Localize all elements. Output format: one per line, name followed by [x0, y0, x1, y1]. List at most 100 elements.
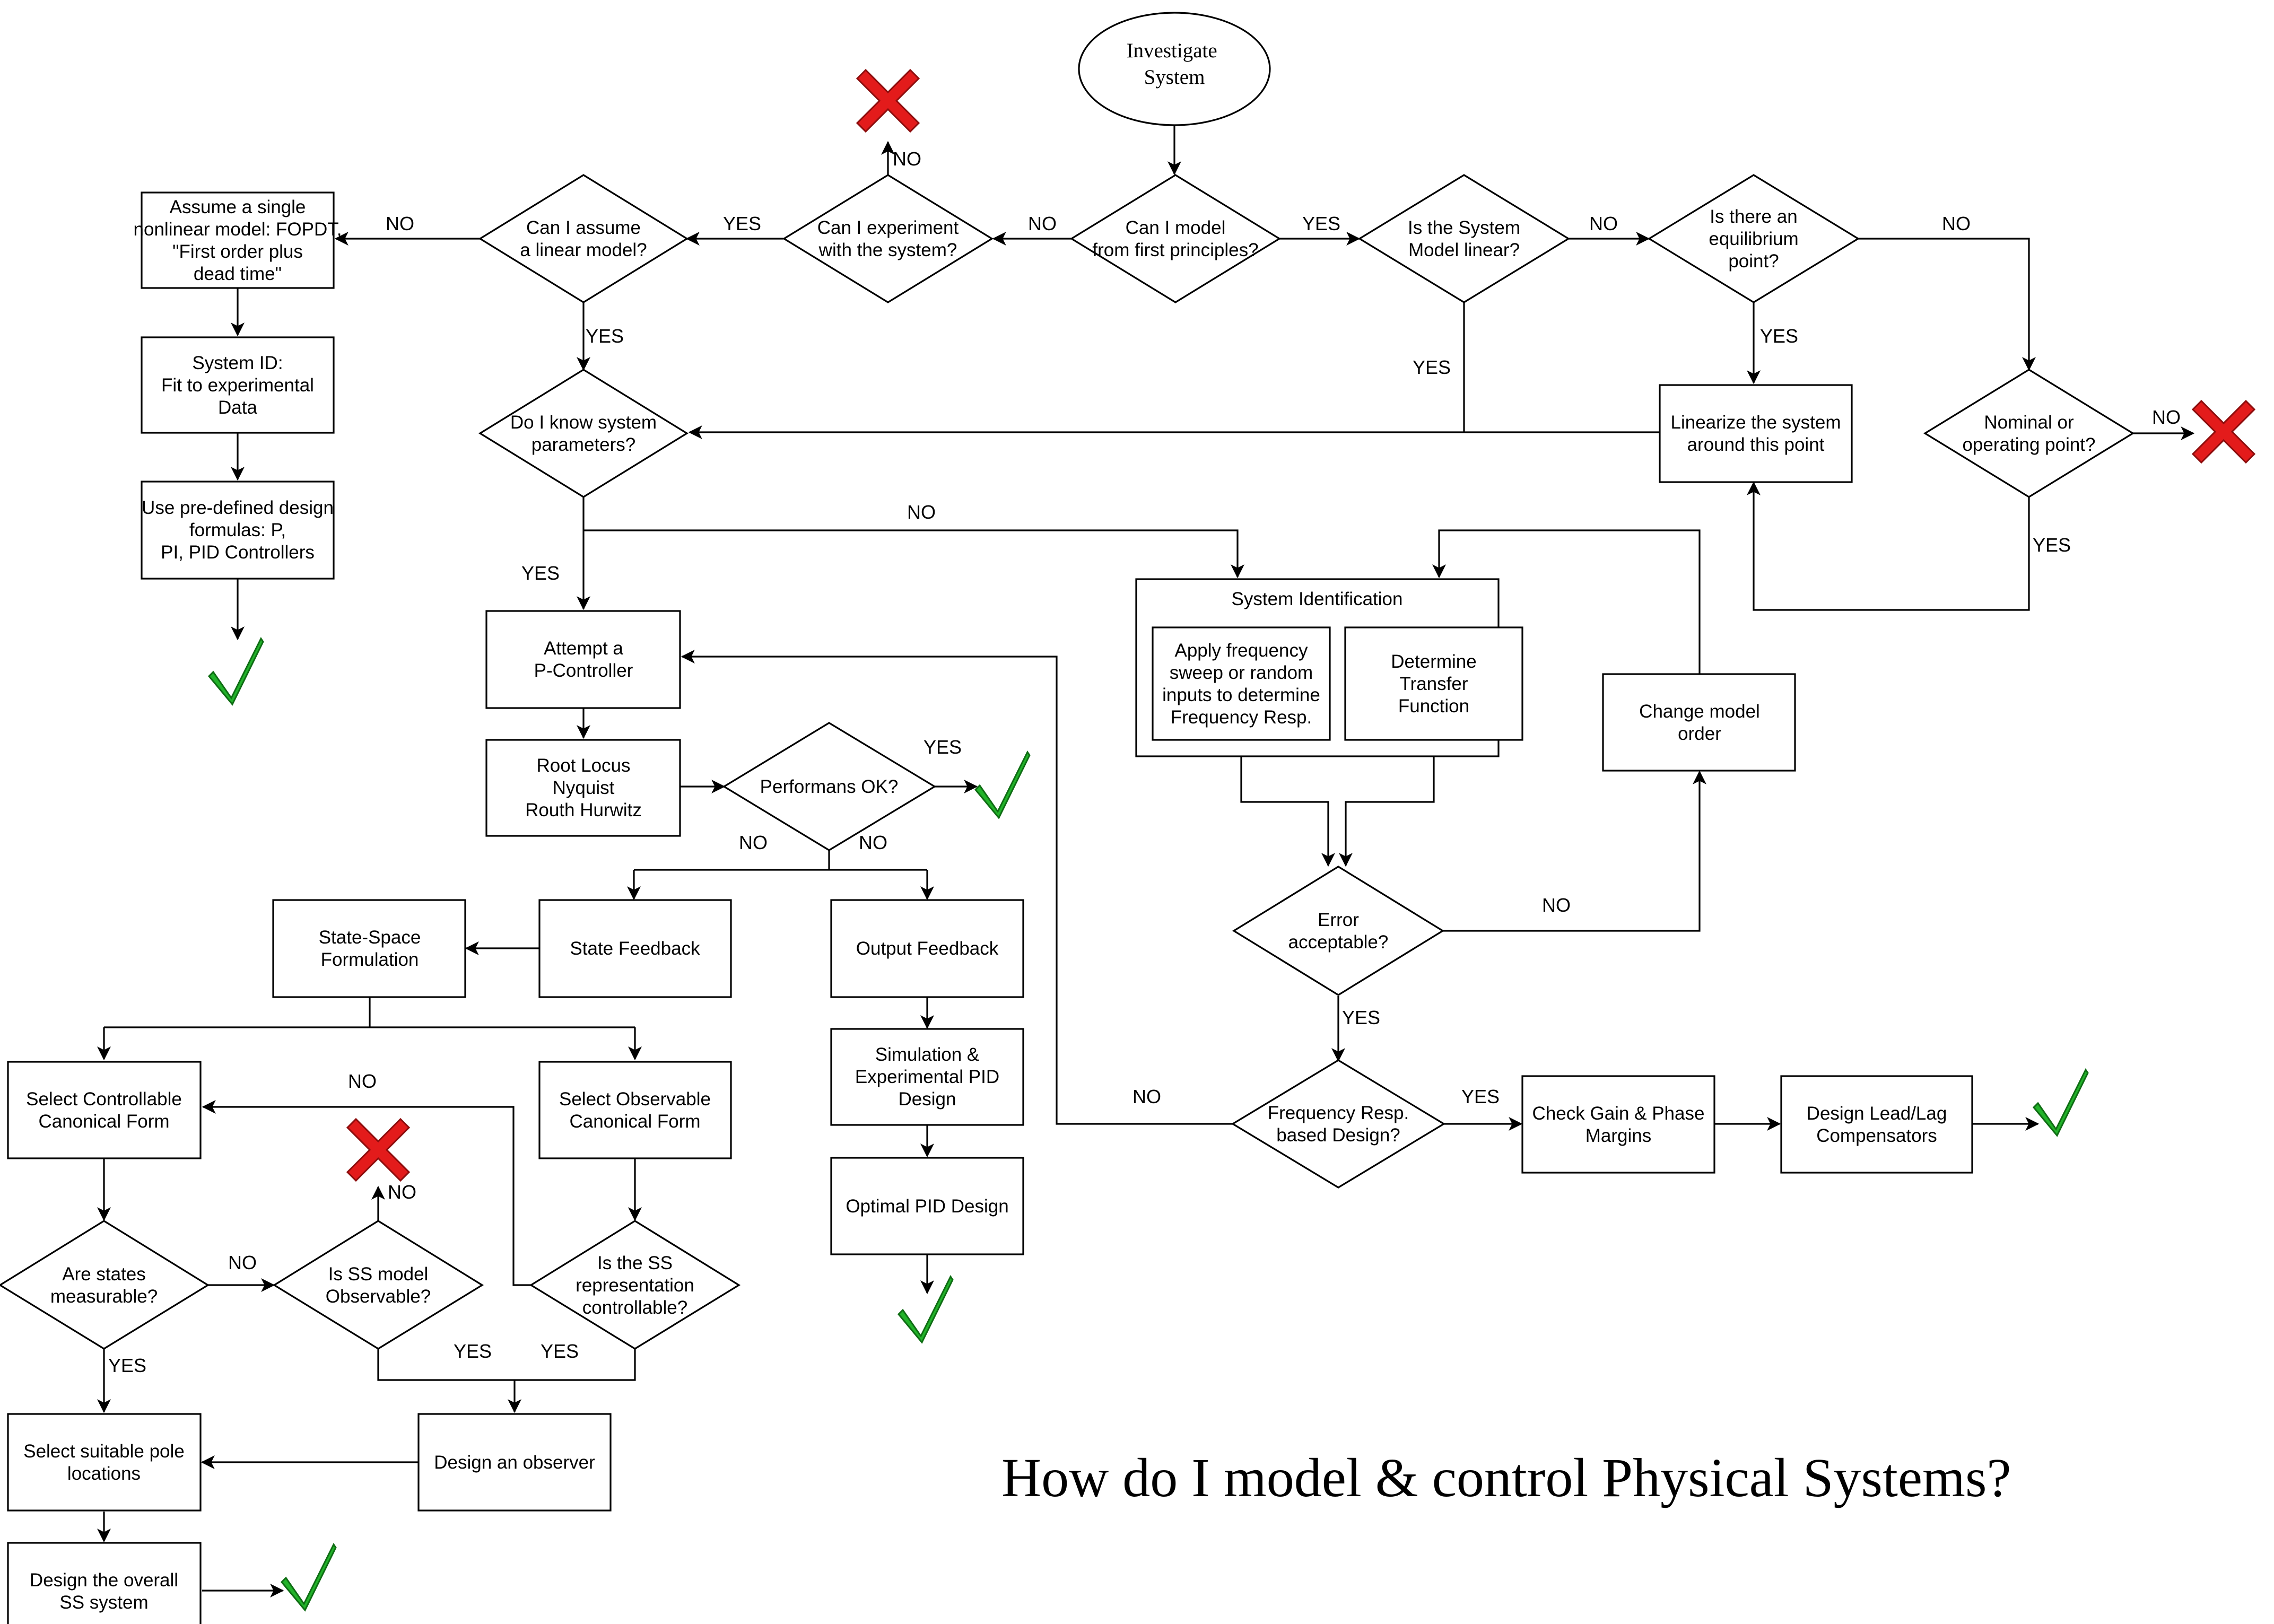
optimal-pid-line-1: Optimal PID Design: [846, 1196, 1008, 1217]
linear-model-assume-line-1: Can I assume: [526, 217, 641, 238]
box-state-feedback: [538, 899, 732, 998]
know-params-line-2: parameters?: [532, 434, 635, 455]
ss-controllable-line-1: Is the SS: [597, 1253, 673, 1273]
label-ss-controllable-no: NO: [348, 1070, 377, 1092]
simulation-pid-line-1: Simulation &: [875, 1044, 979, 1065]
label-model-linear-no: NO: [1589, 213, 1618, 234]
box-simulation-pid: [830, 1028, 1024, 1126]
label-performance-no-right: NO: [859, 832, 887, 853]
predefined-formulas-line-3: PI, PID Controllers: [161, 542, 315, 563]
start-node-investigate: [1078, 12, 1271, 126]
first-principles-line-1: Can I model: [1126, 217, 1226, 238]
box-controllable-form: [7, 1061, 202, 1159]
box-optimal-pid: [830, 1157, 1024, 1255]
analysis-methods-line-1: Root Locus: [536, 755, 630, 776]
box-analysis-methods: [485, 739, 681, 837]
box-pole-locations: [7, 1413, 202, 1512]
investigate-label: Investigate System: [1127, 39, 1223, 89]
overall-ss-line-1: Design the overall: [30, 1570, 178, 1591]
experiment-line-2: with the system?: [818, 240, 957, 260]
decision-first-principles: [1069, 174, 1282, 303]
decision-performance: [722, 722, 937, 851]
label-first-principles-yes: YES: [1302, 213, 1340, 234]
know-params-line-1: Do I know system: [510, 412, 657, 433]
freq-design-line-1: Frequency Resp.: [1268, 1103, 1409, 1123]
transfer-function-line-3: Function: [1398, 696, 1469, 717]
check-icon: [897, 1275, 954, 1344]
box-output-feedback: [830, 899, 1024, 998]
states-measurable-line-2: measurable?: [50, 1286, 158, 1307]
cross-icon: [346, 1117, 411, 1182]
state-space-line-1: State-Space: [319, 927, 421, 948]
box-observable-form: [538, 1061, 732, 1159]
error-acceptable-line-2: acceptable?: [1288, 932, 1389, 953]
linearize-line-1: Linearize the system: [1671, 412, 1841, 433]
ss-controllable-line-3: controllable?: [582, 1297, 687, 1318]
lead-lag-line-1: Design Lead/Lag: [1807, 1103, 1947, 1124]
system-id-fit-line-3: Data: [218, 397, 257, 418]
decision-nominal-point: [1923, 369, 2135, 498]
label-error-no: NO: [1542, 894, 1571, 916]
system-identification-line-1: System Identification: [1232, 589, 1403, 609]
error-acceptable-line-1: Error: [1318, 910, 1359, 930]
cross-icon: [2191, 399, 2256, 464]
investigate-line-1: Investigate: [1127, 39, 1217, 62]
observable-form-line-1: Select Observable: [559, 1089, 711, 1110]
box-freq-sweep: [1152, 626, 1331, 741]
box-system-id-fit: [141, 336, 335, 434]
decision-experiment: [782, 174, 994, 303]
change-order-line-2: order: [1678, 723, 1721, 744]
label-linear-assume-no: NO: [386, 213, 414, 234]
decision-equilibrium: [1647, 174, 1860, 303]
label-error-yes: YES: [1342, 1007, 1380, 1028]
decision-model-linear: [1357, 174, 1571, 303]
box-observer: [417, 1413, 612, 1512]
label-model-linear-yes: YES: [1413, 356, 1451, 378]
label-freq-design-yes: YES: [1461, 1086, 1500, 1107]
model-linear-line-2: Model linear?: [1408, 240, 1520, 260]
box-overall-ss: [7, 1542, 202, 1624]
observer-line-1: Design an observer: [434, 1452, 595, 1473]
nonlinear-model-line-1: Assume a single: [170, 197, 306, 217]
equilibrium-line-3: point?: [1728, 251, 1779, 272]
label-know-params-yes: YES: [521, 562, 560, 584]
decision-error-acceptable: [1232, 866, 1445, 996]
observer-label: Design an observer: [434, 1452, 595, 1473]
investigate-line-2: System: [1144, 66, 1205, 89]
gain-phase-line-1: Check Gain & Phase: [1532, 1103, 1705, 1124]
decision-know-params: [478, 369, 689, 498]
nonlinear-model-line-3: "First order plus: [172, 241, 303, 262]
freq-design-label: Frequency Resp.based Design?: [1268, 1103, 1409, 1146]
ss-controllable-line-2: representation: [576, 1275, 694, 1296]
predefined-formulas-line-1: Use pre-defined design: [142, 497, 334, 518]
box-nonlinear-model: [141, 191, 335, 289]
check-icon: [2032, 1068, 2089, 1137]
box-change-order: [1602, 673, 1796, 772]
label-know-params-no: NO: [907, 501, 936, 523]
equilibrium-line-1: Is there an: [1710, 206, 1797, 227]
states-measurable-line-1: Are states: [62, 1264, 146, 1285]
system-id-fit-line-2: Fit to experimental: [161, 375, 314, 396]
label-performance-yes: YES: [923, 736, 962, 758]
label-performance-no-left: NO: [739, 832, 768, 853]
decision-freq-design: [1231, 1059, 1446, 1189]
label-equilibrium-no: NO: [1942, 213, 1971, 234]
pole-locations-line-1: Select suitable pole: [23, 1441, 185, 1462]
decision-states-measurable: [0, 1220, 210, 1350]
controllable-form-line-1: Select Controllable: [26, 1089, 182, 1110]
freq-sweep-line-2: sweep or random: [1170, 662, 1313, 683]
pole-locations-line-2: locations: [67, 1463, 141, 1484]
